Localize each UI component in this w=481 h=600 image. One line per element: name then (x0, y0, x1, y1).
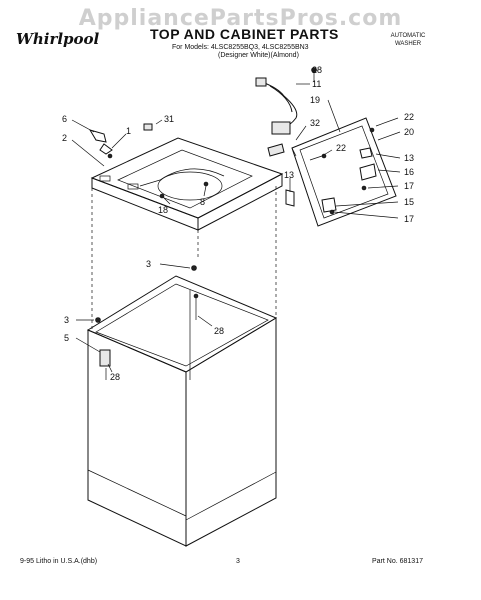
callout-20: 20 (404, 127, 414, 137)
small-hardware (88, 123, 377, 380)
callout-17-lower: 17 (404, 214, 414, 224)
callout-3-upper: 3 (146, 259, 151, 269)
footer-page-number: 3 (236, 558, 240, 565)
callout-2: 2 (62, 133, 67, 143)
category-line-1: AUTOMATIC (390, 33, 426, 39)
callout-1: 1 (126, 126, 131, 136)
page-title: TOP AND CABINET PARTS (150, 26, 339, 42)
callout-31: 31 (164, 114, 174, 124)
washer-cabinet (86, 275, 278, 547)
callout-22-top: 22 (404, 112, 414, 122)
callout-13-right: 13 (404, 153, 414, 163)
models-line-1: For Models: 4LSC8255BQ3, 4LSC8255BN3 (172, 44, 309, 51)
brand-logo: Whirlpool (16, 30, 100, 48)
callout-15: 15 (404, 197, 414, 207)
callout-28-harness: 28 (312, 65, 322, 75)
footer-part-number: Part No. 681317 (372, 558, 423, 565)
appliance-category: AUTOMATIC WASHER (378, 32, 438, 48)
callout-28-bracket: 28 (110, 372, 120, 382)
callout-19: 19 (310, 95, 320, 105)
lid-switch-harness (255, 67, 317, 135)
callout-16: 16 (404, 167, 414, 177)
alignment-lines (91, 186, 277, 330)
callout-6: 6 (62, 114, 67, 124)
callout-32: 32 (310, 118, 320, 128)
callout-11: 11 (312, 79, 321, 89)
callout-28-cabinet: 28 (214, 326, 224, 336)
footer-litho: 9-95 Litho in U.S.A.(dhb) (20, 558, 98, 565)
callout-5: 5 (64, 333, 69, 343)
model-numbers: For Models: 4LSC8255BQ3, 4LSC8255BN3 (De… (172, 44, 309, 60)
washer-top-panel (90, 137, 284, 231)
callout-labels: 28 11 19 22 31 32 20 6 1 2 22 13 16 13 1… (62, 65, 414, 382)
callout-17-upper: 17 (404, 181, 414, 191)
callout-13-left: 13 (284, 170, 294, 180)
washer-lid (291, 117, 397, 227)
callout-22-mid: 22 (336, 143, 346, 153)
watermark: AppliancePartsPros.com (78, 6, 403, 31)
models-line-2: (Designer White)(Almond) (218, 52, 299, 59)
category-line-2: WASHER (394, 41, 422, 47)
callout-3-lower: 3 (64, 315, 69, 325)
callout-18: 18 (158, 205, 168, 215)
callout-8: 8 (200, 197, 205, 207)
leader-lines (71, 69, 401, 373)
